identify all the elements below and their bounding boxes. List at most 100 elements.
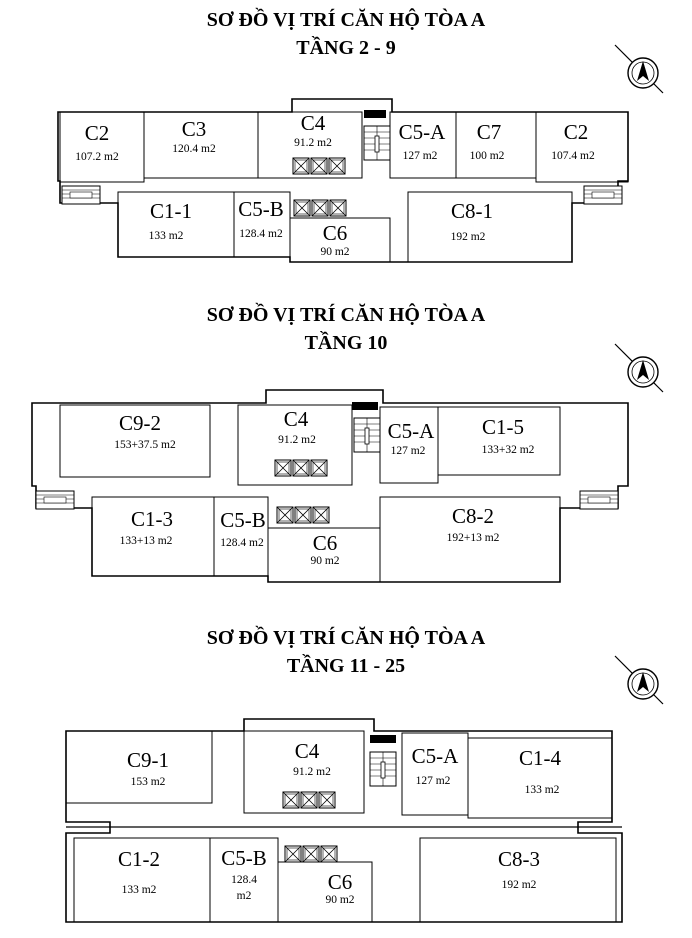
plan-2-title: SƠ ĐỒ VỊ TRÍ CĂN HỘ TÒA A <box>206 304 486 326</box>
stair-icon <box>61 185 101 205</box>
elevator-icon <box>293 199 311 217</box>
unit-area: 133+13 m2 <box>120 535 173 547</box>
unit-area: 133 m2 <box>525 784 560 796</box>
plan-1: C2 107.2 m2 C3 120.4 m2 C4 91.2 m2 C5-A … <box>57 44 664 263</box>
unit-code: C9-2 <box>119 411 161 435</box>
unit-code: C6 <box>328 870 353 894</box>
unit-code: C5-B <box>221 846 267 870</box>
unit-area: 133+32 m2 <box>482 444 535 456</box>
unit-code: C5-B <box>238 197 284 221</box>
unit-room <box>289 217 391 263</box>
unit-code: C5-A <box>388 419 436 443</box>
unit-area: 133 m2 <box>122 884 157 896</box>
unit-area: 128.4 m2 <box>220 537 264 549</box>
stair-icon <box>353 417 381 453</box>
stair-icon <box>369 751 397 787</box>
unit-code: C4 <box>295 739 320 763</box>
unit-room <box>379 496 561 583</box>
core-wall <box>352 402 378 410</box>
unit-area: 90 m2 <box>320 246 349 258</box>
unit-code: C8-3 <box>498 847 540 871</box>
elevator-icon <box>300 791 318 809</box>
elevator-icon <box>328 157 346 175</box>
elevator-icon <box>292 157 310 175</box>
elevator-icon <box>310 157 328 175</box>
elevator-icon <box>318 791 336 809</box>
unit-code: C2 <box>85 121 110 145</box>
elevator-icon <box>329 199 347 217</box>
unit-area: 107.4 m2 <box>551 150 595 162</box>
unit-area: 127 m2 <box>416 775 451 787</box>
plan-2-floor: TẦNG 10 <box>304 332 388 354</box>
unit-room <box>419 837 617 923</box>
unit-area: 91.2 m2 <box>278 434 316 446</box>
unit-area: 90 m2 <box>325 894 354 906</box>
unit-room <box>237 404 353 486</box>
unit-area: 192 m2 <box>502 879 537 891</box>
elevator-icon <box>282 791 300 809</box>
unit-code: C8-1 <box>451 199 493 223</box>
unit-code: C2 <box>564 120 589 144</box>
unit-area: 128.4 <box>231 874 257 886</box>
unit-code: C3 <box>182 117 207 141</box>
plan-1-title: SƠ ĐỒ VỊ TRÍ CĂN HỘ TÒA A <box>206 9 486 31</box>
north-arrow-icon <box>614 655 664 705</box>
elevator-icon <box>276 506 294 524</box>
unit-code: C4 <box>284 407 309 431</box>
unit-room <box>257 111 363 179</box>
plan-3-floor: TẦNG 11 - 25 <box>286 655 406 677</box>
unit-code: C1-4 <box>519 746 562 770</box>
unit-room <box>59 404 211 478</box>
unit-code: C1-1 <box>150 199 192 223</box>
unit-area: 153 m2 <box>131 776 166 788</box>
unit-area: 127 m2 <box>403 150 438 162</box>
plan-3-title: SƠ ĐỒ VỊ TRÍ CĂN HỘ TÒA A <box>206 627 486 649</box>
unit-area: 100 m2 <box>470 150 505 162</box>
unit-area: 107.2 m2 <box>75 151 119 163</box>
unit-code: C9-1 <box>127 748 169 772</box>
stair-icon <box>35 490 75 510</box>
unit-room <box>467 737 613 819</box>
unit-code: C1-3 <box>131 507 173 531</box>
stair-icon <box>579 490 619 510</box>
unit-room <box>535 111 629 183</box>
unit-area: 91.2 m2 <box>293 766 331 778</box>
unit-room <box>407 191 573 263</box>
unit-code: C7 <box>477 120 502 144</box>
unit-code: C5-A <box>412 744 460 768</box>
elevator-icon <box>284 845 302 863</box>
unit-room <box>65 730 213 804</box>
elevator-icon <box>312 506 330 524</box>
unit-code: C6 <box>313 531 338 555</box>
elevator-icon <box>311 199 329 217</box>
unit-area: 90 m2 <box>310 555 339 567</box>
plan-3: C9-1 153 m2 C4 91.2 m2 C5-A 127 m2 C1-4 … <box>65 655 664 923</box>
core-wall <box>364 110 386 118</box>
elevator-icon <box>310 459 328 477</box>
unit-area: 91.2 m2 <box>294 137 332 149</box>
unit-code: C1-5 <box>482 415 524 439</box>
unit-area: 120.4 m2 <box>172 143 216 155</box>
unit-code: C5-A <box>399 120 447 144</box>
elevator-icon <box>274 459 292 477</box>
elevator-icon <box>292 459 310 477</box>
elevator-icon <box>302 845 320 863</box>
unit-area: 192+13 m2 <box>447 532 500 544</box>
unit-room <box>243 730 365 814</box>
unit-code: C8-2 <box>452 504 494 528</box>
unit-area: 192 m2 <box>451 231 486 243</box>
unit-code: C1-2 <box>118 847 160 871</box>
plan-2: C9-2 153+37.5 m2 C4 91.2 m2 C5-A 127 m2 … <box>31 343 664 583</box>
core-wall <box>370 735 396 743</box>
unit-area: 153+37.5 m2 <box>114 439 176 451</box>
unit-code: C5-B <box>220 508 266 532</box>
stair-icon <box>583 185 623 205</box>
unit-room <box>437 406 561 476</box>
north-arrow-icon <box>614 44 664 94</box>
north-arrow-icon <box>614 343 664 393</box>
elevator-icon <box>320 845 338 863</box>
floor-outline <box>65 718 623 923</box>
unit-area: 127 m2 <box>391 445 426 457</box>
elevator-icon <box>294 506 312 524</box>
